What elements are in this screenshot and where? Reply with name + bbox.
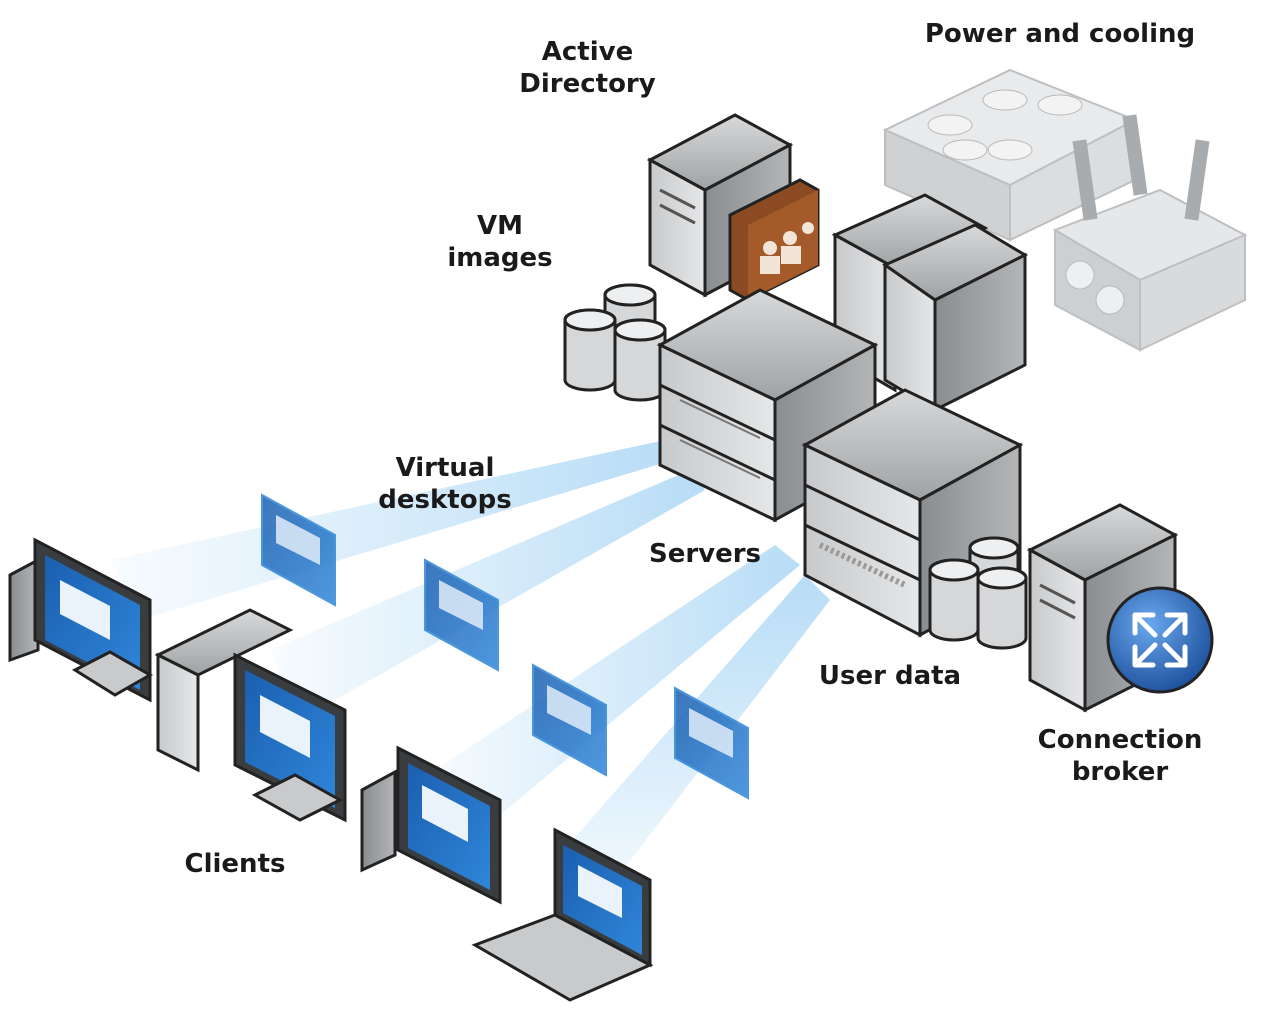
transformer-icon (1052, 114, 1248, 352)
label-user-data: User data (818, 661, 962, 691)
virtual-desktop-icon (532, 663, 607, 777)
beam-1 (110, 440, 680, 620)
virtual-desktop-icon (674, 686, 749, 800)
laptop-icon (471, 827, 654, 1002)
hvac-unit-icon (882, 68, 1138, 242)
database-cylinders-icon (928, 536, 1028, 650)
label-active-directory: Active Directory (519, 37, 656, 99)
clients (8, 537, 654, 1002)
virtual-desktops (261, 493, 749, 800)
label-connection-broker: Connection broker (1037, 725, 1203, 787)
label-clients: Clients (184, 849, 286, 879)
desktop-monitor-icon (8, 537, 154, 703)
directory-book-icon (728, 178, 820, 302)
label-power-and-cooling: Power and cooling (924, 19, 1196, 49)
virtual-desktop-icon (424, 558, 499, 672)
desktop-monitor-icon (154, 608, 347, 823)
server-tower-icon (1026, 503, 1179, 713)
desktop-monitor-icon (360, 745, 502, 905)
database-cylinders-icon (563, 283, 667, 402)
label-virtual-desktops: Virtual desktops (378, 453, 512, 515)
beam-3 (420, 545, 800, 840)
label-servers: Servers (648, 539, 762, 569)
label-vm-images: VM images (447, 211, 553, 273)
broker-arrows-icon (1106, 586, 1214, 694)
virtual-desktop-icon (261, 493, 336, 607)
